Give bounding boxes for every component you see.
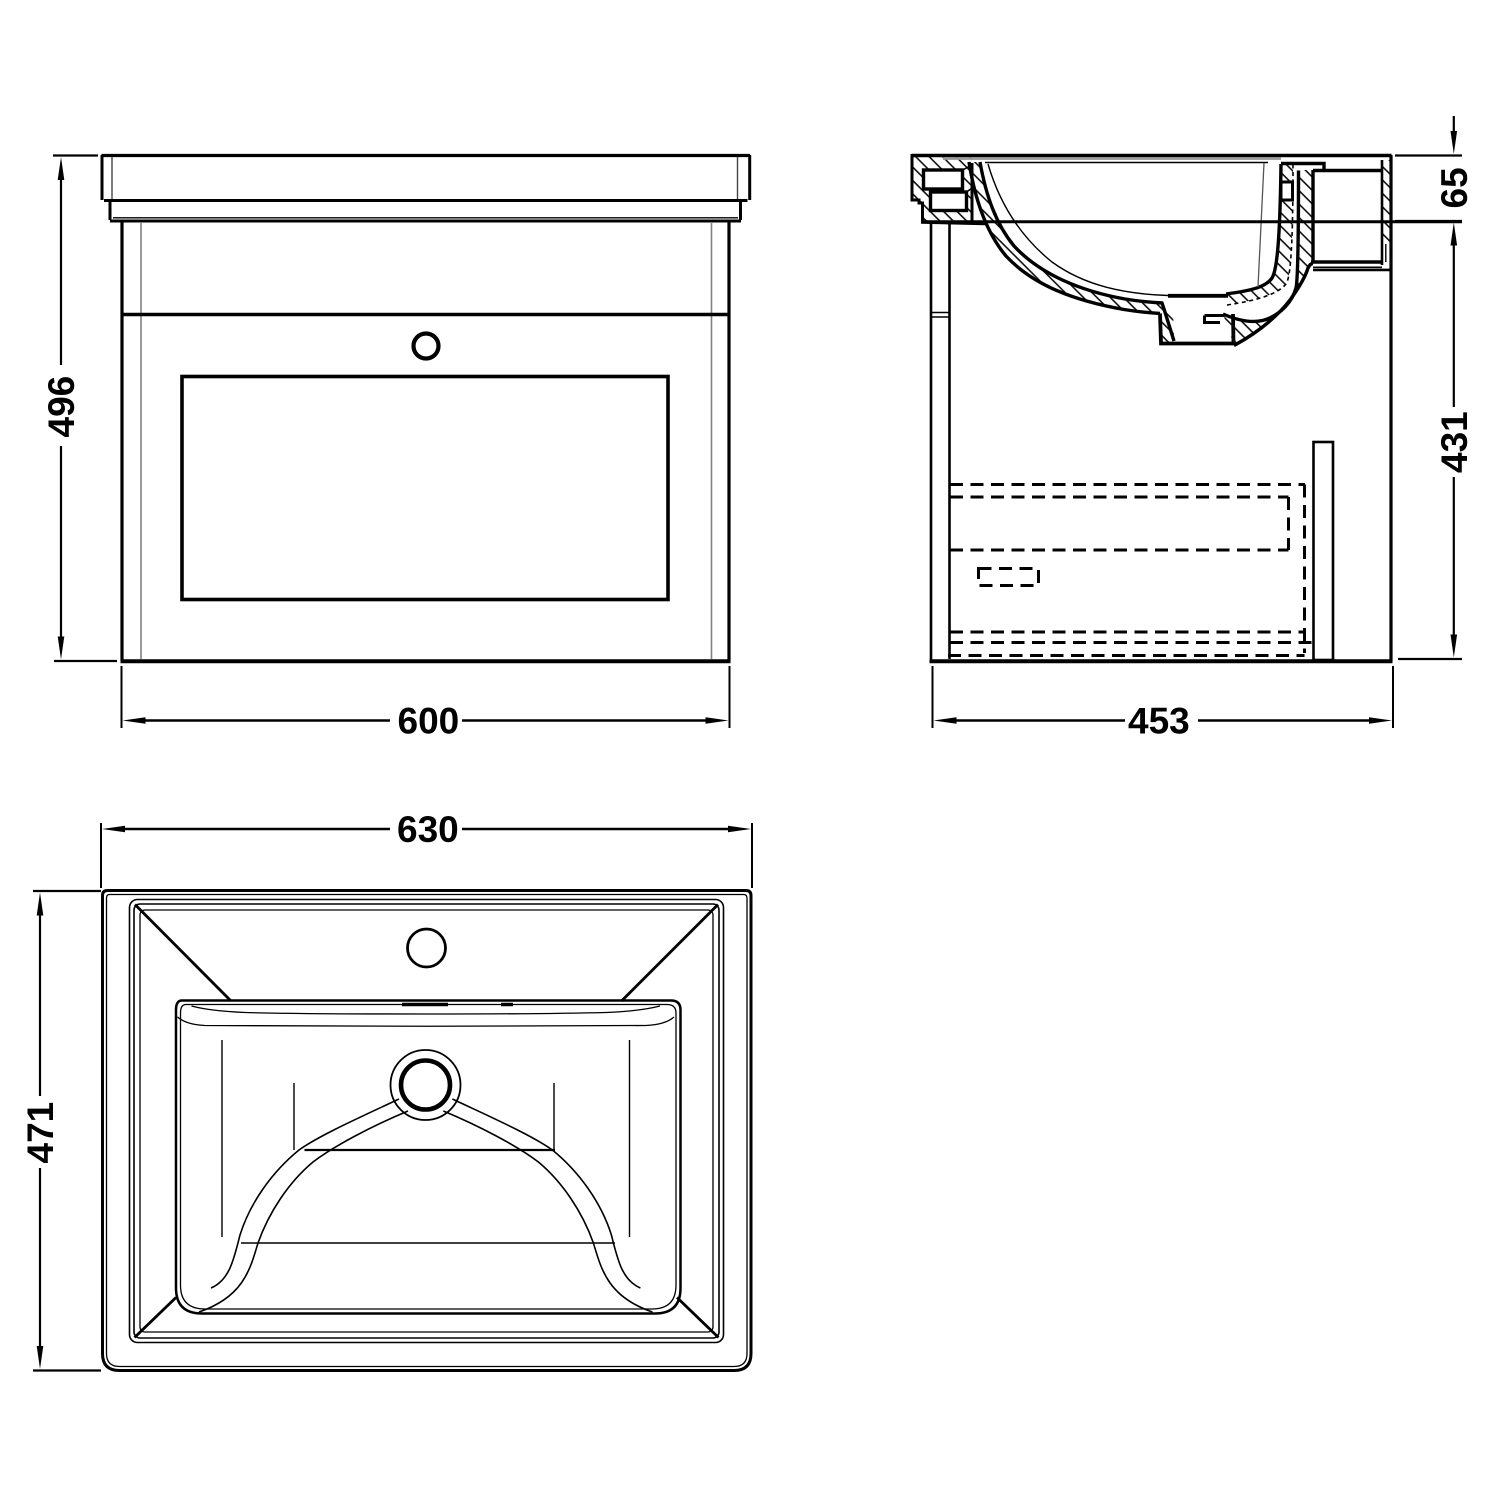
svg-text:431: 431 [1434,411,1475,473]
svg-text:630: 630 [397,809,459,850]
svg-text:600: 600 [398,701,460,742]
svg-text:65: 65 [1434,167,1475,208]
svg-text:471: 471 [20,1102,61,1164]
svg-text:496: 496 [41,376,82,438]
svg-text:453: 453 [1128,701,1190,742]
